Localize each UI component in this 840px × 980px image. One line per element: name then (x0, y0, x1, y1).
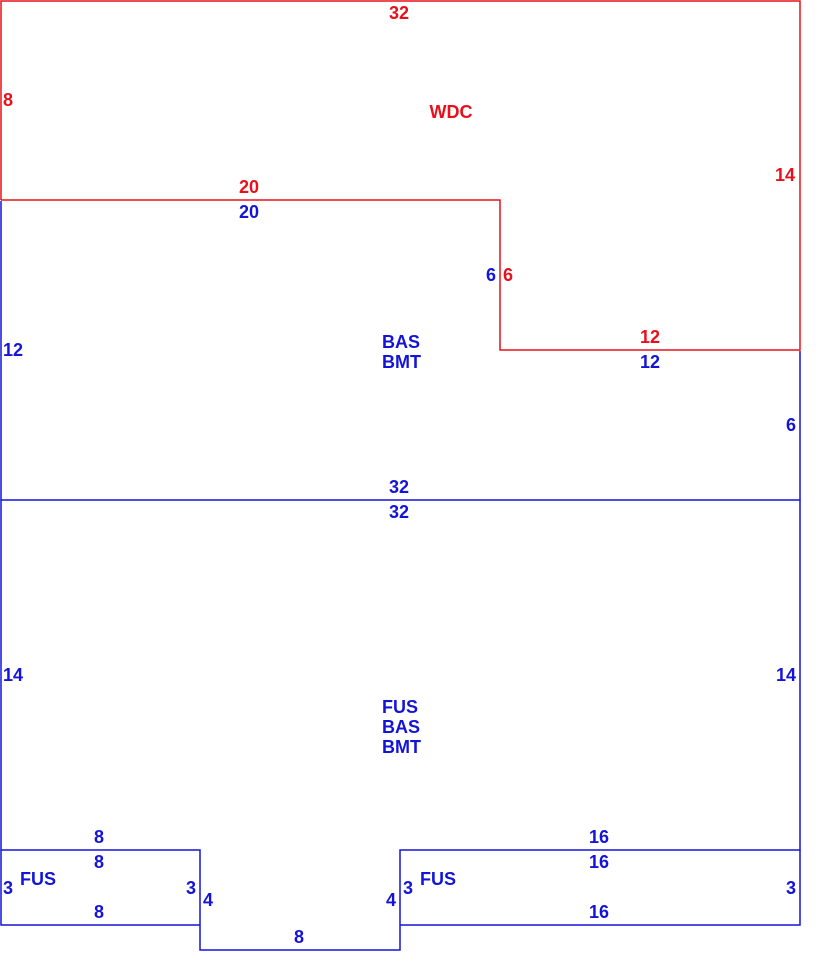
fus-dim-left: 14 (3, 665, 23, 685)
wdc-outline (0, 0, 801, 351)
fus-left-dim-top: 8 (94, 852, 104, 872)
entry-dim-left: 4 (203, 890, 213, 910)
fus-right-area-label: FUS (420, 869, 456, 889)
fus-right-dim-left: 3 (403, 878, 413, 898)
wdc-dim-bottom: 20 (239, 177, 259, 197)
fus-left-outline (0, 850, 200, 926)
bas-area-label-1: BAS (382, 332, 420, 352)
bas-dim-step-side: 6 (486, 265, 496, 285)
bas-bmt-outline (0, 201, 801, 501)
fus-right-dim-right: 3 (786, 878, 796, 898)
bas-dim-left: 12 (3, 340, 23, 360)
entry-dim-bottom: 8 (294, 927, 304, 947)
wdc-dim-top: 32 (389, 3, 409, 23)
fus-left-area-label: FUS (20, 869, 56, 889)
fus-right-dim-top: 16 (589, 852, 609, 872)
bas-dim-right: 6 (786, 415, 796, 435)
wdc-dim-right: 14 (775, 165, 795, 185)
bas-area-label-2: BMT (382, 352, 421, 372)
wdc-dim-step-bottom: 12 (640, 327, 660, 347)
fus-dim-right: 14 (776, 665, 796, 685)
wdc-dim-left: 8 (3, 90, 13, 110)
fus-area-label-2: BAS (382, 717, 420, 737)
bas-dim-top: 20 (239, 202, 259, 222)
fus-dim-top: 32 (389, 502, 409, 522)
wdc-dim-step-side: 6 (503, 265, 513, 285)
bas-dim-step-top: 12 (640, 352, 660, 372)
fus-area-label-3: BMT (382, 737, 421, 757)
wdc-area-label: WDC (430, 102, 473, 122)
entry-dim-right: 4 (386, 890, 396, 910)
fus-bas-bmt-outline (0, 500, 801, 951)
fus-left-dim-left: 3 (3, 878, 13, 898)
fus-dim-bottom-right: 16 (589, 827, 609, 847)
fus-left-dim-right: 3 (186, 878, 196, 898)
fus-dim-bottom-left: 8 (94, 827, 104, 847)
fus-left-dim-bottom: 8 (94, 902, 104, 922)
fus-area-label-1: FUS (382, 697, 418, 717)
bas-dim-bottom: 32 (389, 477, 409, 497)
fus-right-dim-bottom: 16 (589, 902, 609, 922)
fus-right-outline (400, 850, 801, 926)
